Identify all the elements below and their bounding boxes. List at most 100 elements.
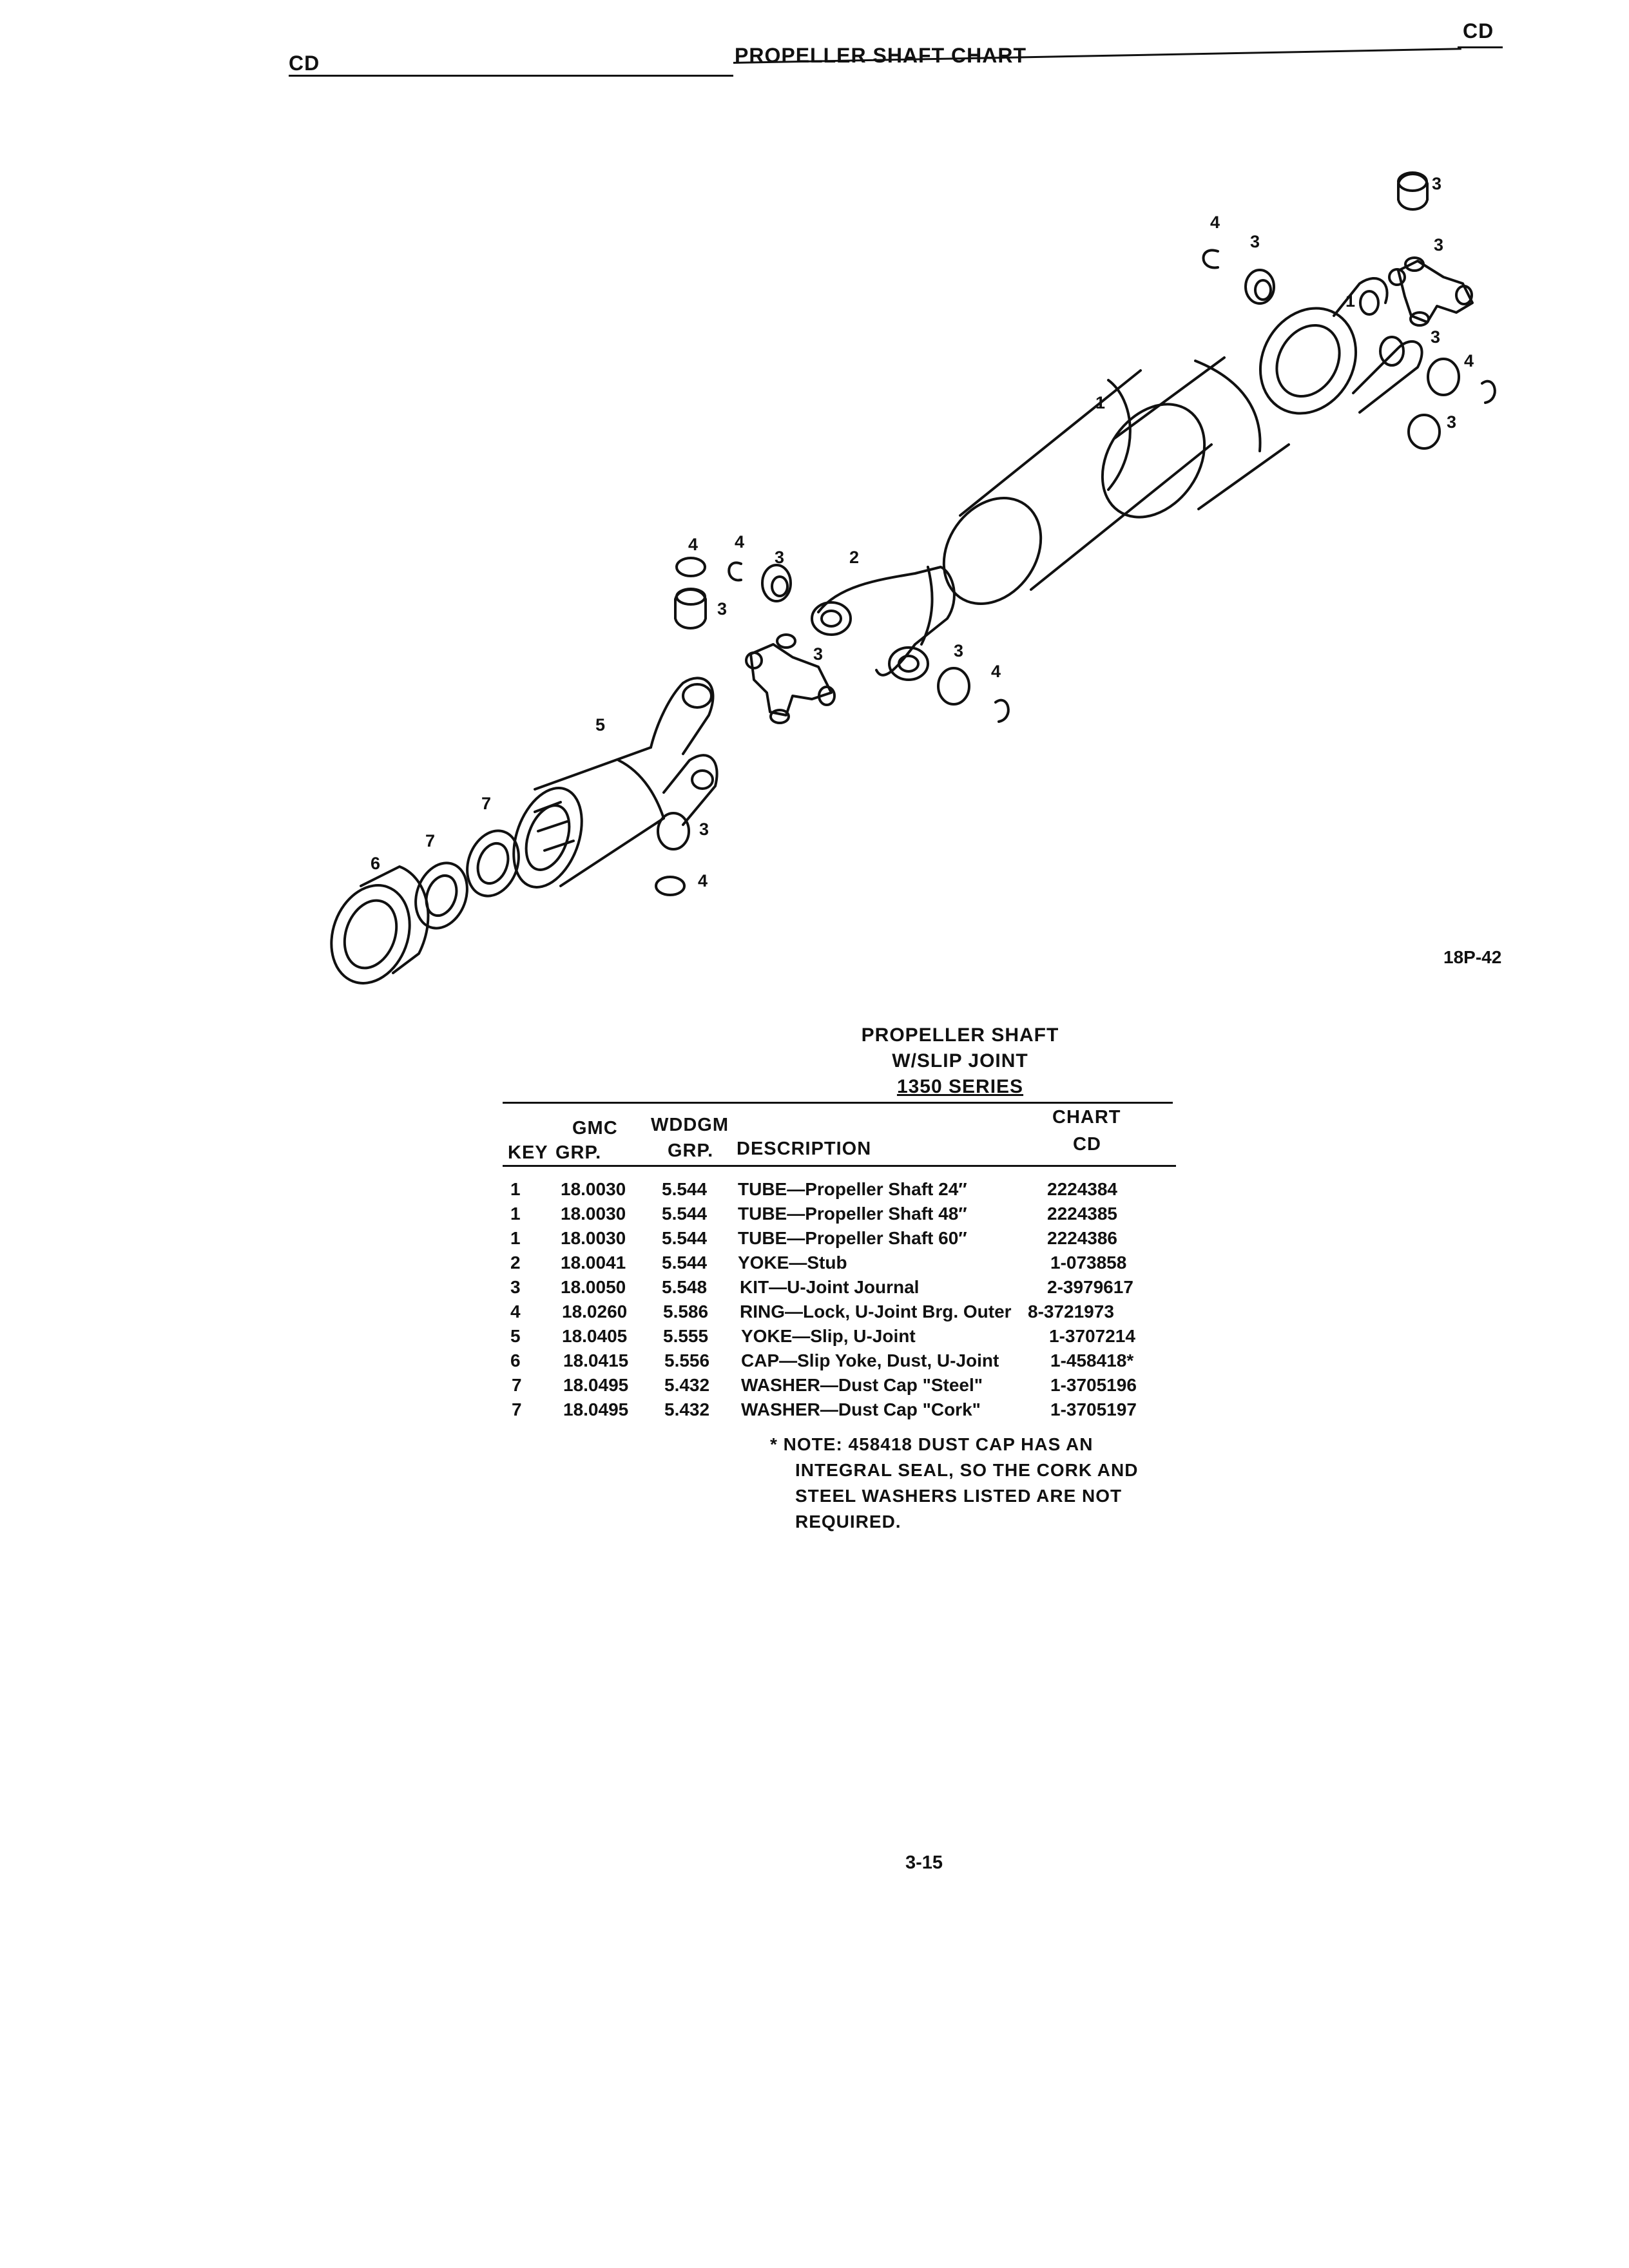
upper-yoke-part — [1258, 276, 1423, 415]
cell-wddgm: 5.544 — [662, 1179, 708, 1199]
cell-part: 1-073858 — [1050, 1253, 1127, 1273]
figure-id: 18P-42 — [1443, 947, 1502, 967]
callout-3: 3 — [1447, 412, 1457, 432]
cell-gmc: 18.0030 — [561, 1228, 626, 1248]
cell-wddgm: 5.555 — [663, 1326, 709, 1346]
header-gmc-top: GMC — [572, 1118, 618, 1139]
callout-4: 4 — [991, 662, 1001, 681]
cell-gmc: 18.0041 — [561, 1253, 626, 1273]
callout-3: 3 — [699, 820, 709, 839]
header-wddgm-top: WDDGM — [651, 1115, 729, 1135]
cell-wddgm: 5.548 — [662, 1277, 708, 1297]
lower-caps — [655, 557, 1010, 896]
callout-7: 7 — [425, 831, 436, 850]
cell-wddgm: 5.556 — [664, 1350, 710, 1370]
cell-wddgm: 5.544 — [662, 1204, 708, 1224]
cell-key: 7 — [512, 1399, 522, 1419]
table-title-line-1: PROPELLER SHAFT — [861, 1024, 1059, 1046]
callout-3: 3 — [717, 599, 728, 619]
cell-description: RING—Lock, U-Joint Brg. Outer — [740, 1302, 1012, 1321]
cell-description: YOKE—Slip, U-Joint — [741, 1326, 916, 1346]
note-line-2: INTEGRAL SEAL, SO THE CORK AND — [795, 1460, 1139, 1480]
cell-key: 6 — [510, 1350, 521, 1370]
lower-journal-part — [745, 633, 836, 724]
callout-4: 4 — [698, 871, 708, 890]
cell-gmc: 18.0495 — [563, 1399, 629, 1419]
callout-3: 3 — [775, 548, 785, 567]
callout-4: 4 — [688, 535, 699, 554]
callout-4: 4 — [1464, 351, 1474, 370]
callout-3: 3 — [1434, 235, 1444, 255]
cell-description: TUBE—Propeller Shaft 24″ — [738, 1179, 967, 1199]
cell-part: 1-3705196 — [1050, 1375, 1137, 1395]
callout-3: 3 — [813, 644, 824, 664]
callout-3: 3 — [1432, 174, 1442, 193]
cell-part: 2-3979617 — [1047, 1277, 1133, 1297]
washers-part — [414, 829, 520, 930]
cell-part: 8-3721973 — [1028, 1302, 1114, 1321]
cell-gmc: 18.0030 — [561, 1179, 626, 1199]
page-title: PROPELLER SHAFT CHART — [735, 44, 1027, 67]
stub-yoke-part — [811, 566, 956, 681]
dust-cap-part — [330, 865, 430, 985]
cell-wddgm: 5.432 — [664, 1399, 710, 1419]
callout-7: 7 — [481, 794, 492, 813]
callout-1: 1 — [1345, 291, 1356, 311]
cell-gmc: 18.0415 — [563, 1350, 629, 1370]
cell-key: 5 — [510, 1326, 521, 1346]
cell-part: 2224385 — [1047, 1204, 1118, 1224]
header-key: KEY — [508, 1142, 548, 1163]
slip-yoke-part — [512, 677, 718, 889]
callout-6: 6 — [371, 854, 381, 873]
header-rule-left — [289, 75, 733, 77]
callout-5: 5 — [595, 715, 606, 735]
header-right-code: CD — [1463, 19, 1494, 43]
table-title-line-3: 1350 SERIES — [896, 1076, 1024, 1097]
cell-description: TUBE—Propeller Shaft 60″ — [738, 1228, 967, 1248]
header-left-code: CD — [289, 52, 320, 75]
note-line-4: REQUIRED. — [795, 1512, 901, 1532]
cell-key: 1 — [510, 1204, 521, 1224]
cell-gmc: 18.0405 — [562, 1326, 628, 1346]
callout-4: 4 — [1210, 213, 1220, 232]
cell-key: 2 — [510, 1253, 521, 1273]
cell-part: 2224384 — [1047, 1179, 1118, 1199]
cell-part: 1-3705197 — [1050, 1399, 1137, 1419]
cell-description: CAP—Slip Yoke, Dust, U-Joint — [741, 1350, 999, 1370]
propeller-shaft-exploded-diagram — [330, 171, 1496, 985]
cell-wddgm: 5.544 — [662, 1253, 708, 1273]
note-line-1: * NOTE: 458418 DUST CAP HAS AN — [770, 1434, 1094, 1454]
cell-description: WASHER—Dust Cap "Cork" — [741, 1399, 981, 1419]
header-wddgm-bottom: GRP. — [668, 1140, 714, 1161]
callout-3: 3 — [1431, 327, 1441, 347]
cell-gmc: 18.0050 — [561, 1277, 626, 1297]
table-title-line-2: W/SLIP JOINT — [892, 1050, 1028, 1072]
cell-key: 1 — [510, 1228, 521, 1248]
header-chart-top: CHART — [1052, 1107, 1121, 1128]
cell-part: 2224386 — [1047, 1228, 1118, 1248]
cell-key: 3 — [510, 1277, 521, 1297]
header-chart-bottom: CD — [1073, 1134, 1101, 1155]
page-number: 3-15 — [905, 1852, 943, 1873]
callout-3: 3 — [1250, 232, 1260, 251]
cell-key: 1 — [510, 1179, 521, 1199]
cell-gmc: 18.0030 — [561, 1204, 626, 1224]
cell-description: YOKE—Stub — [738, 1253, 847, 1273]
table-header-rule — [503, 1165, 1176, 1167]
callout-2: 2 — [849, 548, 860, 567]
cell-gmc: 18.0260 — [562, 1302, 628, 1321]
cell-key: 4 — [510, 1302, 521, 1321]
cell-wddgm: 5.432 — [664, 1375, 710, 1395]
cell-wddgm: 5.544 — [662, 1228, 708, 1248]
cell-part: 1-3707214 — [1049, 1326, 1135, 1346]
header-rule-corner — [1458, 46, 1503, 48]
header-gmc-bottom: GRP. — [555, 1142, 602, 1163]
cell-gmc: 18.0495 — [563, 1375, 629, 1395]
callout-4: 4 — [735, 532, 745, 552]
note-line-3: STEEL WASHERS LISTED ARE NOT — [795, 1486, 1123, 1506]
tube-part — [942, 356, 1290, 605]
cell-part: 1-458418* — [1050, 1350, 1134, 1370]
cell-description: WASHER—Dust Cap "Steel" — [741, 1375, 983, 1395]
table-top-rule — [503, 1102, 1173, 1104]
